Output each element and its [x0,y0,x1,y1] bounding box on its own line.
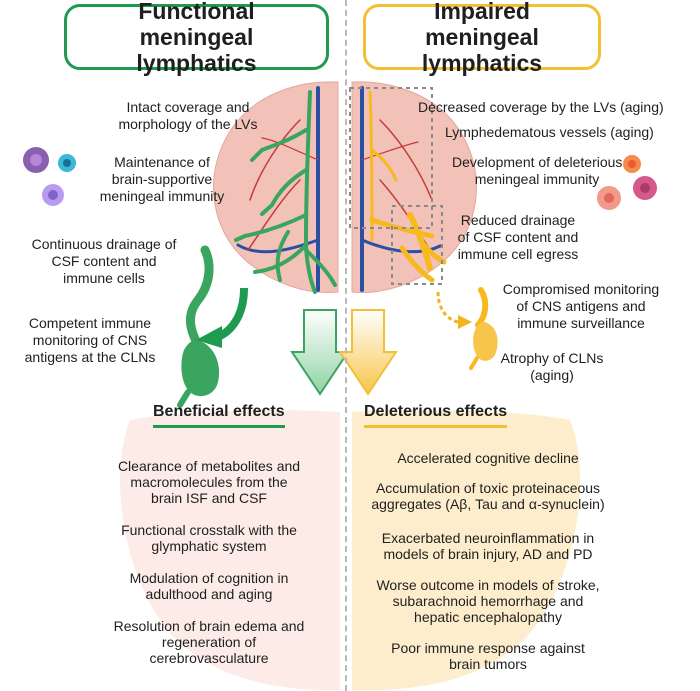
beneficial-effect-item: Resolution of brain edema and regenerati… [113,618,305,666]
deleterious-effect-item: Accelerated cognitive decline [397,450,579,466]
immune-cells-right [597,155,657,210]
immune-cells-left [23,147,76,206]
label-intact-coverage: Intact coverage and morphology of the LV… [118,99,258,132]
label-lymphedematous: Lymphedematous vessels (aging) [445,124,654,140]
dotted-region-drainage [391,205,443,285]
title-functional: Functional meningeal lymphatics [64,0,329,76]
brain-right-hemisphere [351,81,477,293]
left-vessels [236,86,320,292]
label-deleterious-immunity: Development of deleterious meningeal imm… [452,154,623,187]
deleterious-effect-item: Poor immune response against brain tumor… [391,640,585,672]
left-drainage-arrow [217,287,248,340]
center-divider [345,0,347,691]
label-competent-monitoring: Competent immune monitoring of CNS antig… [24,315,156,365]
brain-section-left [120,410,340,690]
deleterious-effect-item: Worse outcome in models of stroke, subar… [376,577,600,625]
big-arrow-beneficial [290,309,350,396]
beneficial-effect-item: Functional crosstalk with the glymphatic… [121,522,297,554]
brain-section-right [352,410,580,690]
label-atrophy-clns: Atrophy of CLNs (aging) [500,350,604,383]
right-drainage-arrow [436,291,459,324]
deleterious-effect-item: Exacerbated neuroinflammation in models … [381,530,595,562]
beneficial-effects-title: Beneficial effects [153,403,285,428]
right-cln [473,322,498,361]
deleterious-effect-item: Accumulation of toxic proteinaceous aggr… [371,480,605,512]
label-compromised-monitoring: Compromised monitoring of CNS antigens a… [502,281,660,331]
deleterious-effects-title: Deleterious effects [364,403,508,428]
label-decreased-coverage: Decreased coverage by the LVs (aging) [418,99,664,115]
beneficial-effect-item: Clearance of metabolites and macromolecu… [117,458,301,506]
label-reduced-drainage: Reduced drainage of CSF content and immu… [457,212,579,262]
title-functional-text: Functional meningeal lymphatics [136,0,257,76]
left-lymph-duct [186,245,214,350]
right-lymph-duct [475,287,489,328]
label-continuous-drainage: Continuous drainage of CSF content and i… [31,236,177,286]
label-maintenance-immunity: Maintenance of brain-supportive meningea… [99,154,225,204]
big-arrow-deleterious [338,309,398,396]
left-cln [181,340,220,397]
title-impaired: Impaired meningeal lymphatics [363,0,601,76]
beneficial-effect-item: Modulation of cognition in adulthood and… [129,570,289,602]
dotted-region-coverage [349,87,433,229]
title-impaired-text: Impaired meningeal lymphatics [421,0,543,76]
left-lymphatic-vessels [234,90,337,294]
